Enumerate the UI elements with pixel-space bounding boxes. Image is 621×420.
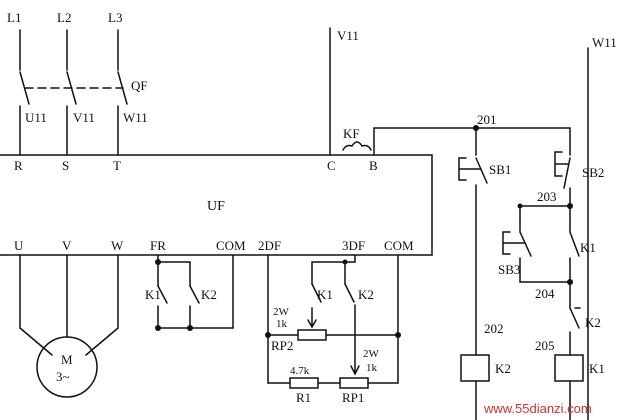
junction-k2-a-bottom (187, 325, 193, 331)
junction-fr (155, 259, 161, 265)
label-fr: FR (150, 238, 166, 253)
label-node-205: 205 (535, 338, 555, 353)
label-t: T (113, 158, 121, 173)
junction-203-left (517, 203, 523, 209)
label-l3: L3 (108, 10, 122, 25)
k2-series-blade (569, 307, 580, 329)
label-w: W (111, 238, 124, 253)
motor-m (36, 336, 98, 398)
junction-204 (567, 279, 573, 285)
label-l2: L2 (57, 10, 71, 25)
label-rp1-power: 2W (363, 348, 380, 360)
label-uf: UF (207, 199, 225, 214)
label-motor-phase: 3~ (56, 369, 70, 384)
label-w11-left: W11 (123, 110, 148, 125)
label-com1: COM (216, 238, 246, 253)
label-v: V (62, 238, 72, 253)
label-qf: QF (131, 78, 148, 93)
label-rp1-value: 1k (366, 362, 378, 374)
k2-b-contact-blade (344, 283, 355, 303)
label-rp2-value: 1k (276, 318, 288, 330)
label-sb3: SB3 (498, 262, 520, 277)
sb2-blade (563, 157, 571, 189)
junction-rp2-left (265, 332, 271, 338)
label-k1-b: K1 (317, 287, 333, 302)
label-r: R (14, 158, 23, 173)
label-node-204: 204 (535, 286, 555, 301)
label-k2-series: K2 (585, 315, 601, 330)
label-coil-k1: K1 (589, 361, 605, 376)
junction-201 (473, 125, 479, 131)
label-k2-b: K2 (358, 287, 374, 302)
label-rp1: RP1 (342, 390, 364, 405)
label-2df: 2DF (258, 238, 281, 253)
sb3-blade (519, 231, 532, 257)
watermark: www.55dianzi.com (483, 401, 592, 416)
k1-a-contact-blade (157, 285, 168, 304)
label-v11-left: V11 (73, 110, 95, 125)
label-node-201: 201 (477, 112, 497, 127)
label-b: B (369, 158, 378, 173)
junction-203-right (567, 203, 573, 209)
label-c: C (327, 158, 336, 173)
label-coil-k2: K2 (495, 361, 511, 376)
sb2-actuator (554, 151, 569, 177)
label-u: U (14, 238, 24, 253)
rp2-wiper (307, 307, 317, 329)
label-rp2-power: 2W (273, 306, 290, 318)
rp1-wiper (350, 365, 360, 376)
u-to-motor (19, 327, 53, 356)
k2-a-contact-blade (189, 285, 200, 304)
sb1-blade (475, 157, 488, 184)
sb1-actuator (458, 157, 482, 181)
sb3-actuator (502, 231, 526, 255)
k1-b-contact-blade (311, 283, 322, 303)
label-node-202: 202 (484, 321, 504, 336)
coil-k1 (554, 354, 584, 382)
junction-rp2-right (395, 332, 401, 338)
label-v11-top: V11 (337, 28, 359, 43)
junction-k1-a-bottom (155, 325, 161, 331)
label-r1-value: 4.7k (290, 365, 310, 377)
label-sb2: SB2 (582, 165, 604, 180)
k1-hold-blade (569, 231, 580, 257)
label-kf: KF (343, 126, 360, 141)
rp2-potentiometer (297, 329, 327, 341)
w-to-motor (85, 327, 119, 356)
rp1-potentiometer (339, 377, 369, 389)
label-k2-a: K2 (201, 287, 217, 302)
label-w11-top: W11 (592, 35, 617, 50)
junction-df3 (342, 259, 348, 265)
label-node-203: 203 (537, 189, 557, 204)
label-rp2: RP2 (271, 338, 293, 353)
r1-resistor (289, 377, 319, 389)
label-com2: COM (384, 238, 414, 253)
label-3df: 3DF (342, 238, 365, 253)
coil-k2 (460, 354, 490, 382)
label-sb1: SB1 (489, 162, 511, 177)
label-r1: R1 (296, 390, 311, 405)
label-k1-a: K1 (145, 287, 161, 302)
kf-contact-link (342, 141, 372, 151)
label-k1-hold: K1 (580, 240, 596, 255)
label-l1: L1 (7, 10, 21, 25)
label-motor-m: M (61, 352, 73, 367)
label-s: S (62, 158, 69, 173)
label-u11: U11 (25, 110, 47, 125)
